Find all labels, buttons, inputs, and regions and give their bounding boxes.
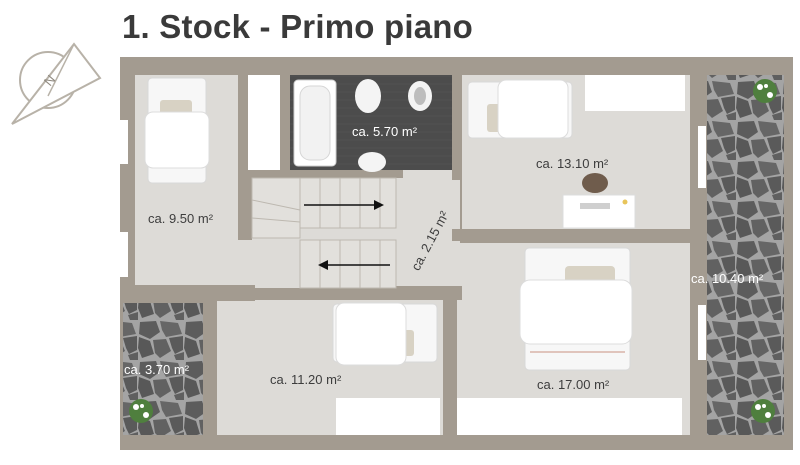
interior-wall [452, 75, 462, 180]
window [336, 398, 440, 435]
north-arrow-icon: N [11, 42, 102, 125]
interior-wall [452, 229, 690, 241]
interior-wall [443, 300, 457, 435]
bed-icon [467, 79, 573, 139]
room-label-balcony-left: ca. 3.70 m² [124, 362, 190, 377]
room-label-balcony-right: ca. 10.40 m² [691, 271, 764, 286]
room-label-bedroom-bottom-middle: ca. 11.20 m² [270, 372, 342, 387]
interior-wall [238, 170, 403, 178]
window [698, 305, 706, 360]
balcony-right-floor [707, 75, 784, 435]
bed-icon [332, 302, 438, 366]
chair-icon [582, 173, 608, 193]
window [120, 232, 128, 277]
plant-icon [753, 79, 777, 103]
interior-wall [280, 75, 290, 170]
double-bed-icon [519, 247, 633, 371]
room-label-master-bedroom: ca. 17.00 m² [537, 377, 610, 392]
window [457, 398, 682, 435]
toilet-icon [355, 79, 381, 113]
staircase [251, 177, 397, 289]
bed-icon [144, 77, 210, 184]
room-label-bedroom-left: ca. 9.50 m² [148, 211, 214, 226]
window [120, 120, 128, 164]
interior-wall [120, 285, 255, 301]
plant-icon [129, 399, 153, 423]
window [698, 126, 706, 188]
interior-wall [203, 300, 217, 435]
window [585, 75, 685, 111]
room-label-bathroom: ca. 5.70 m² [352, 124, 418, 139]
plant-icon [751, 399, 775, 423]
interior-wall [238, 170, 252, 240]
room-label-bedroom-top-right: ca. 13.10 m² [536, 156, 609, 171]
page-title: 1. Stock - Primo piano [122, 8, 473, 45]
window [248, 75, 280, 170]
interior-wall [300, 286, 462, 300]
sink-icon [358, 152, 386, 172]
